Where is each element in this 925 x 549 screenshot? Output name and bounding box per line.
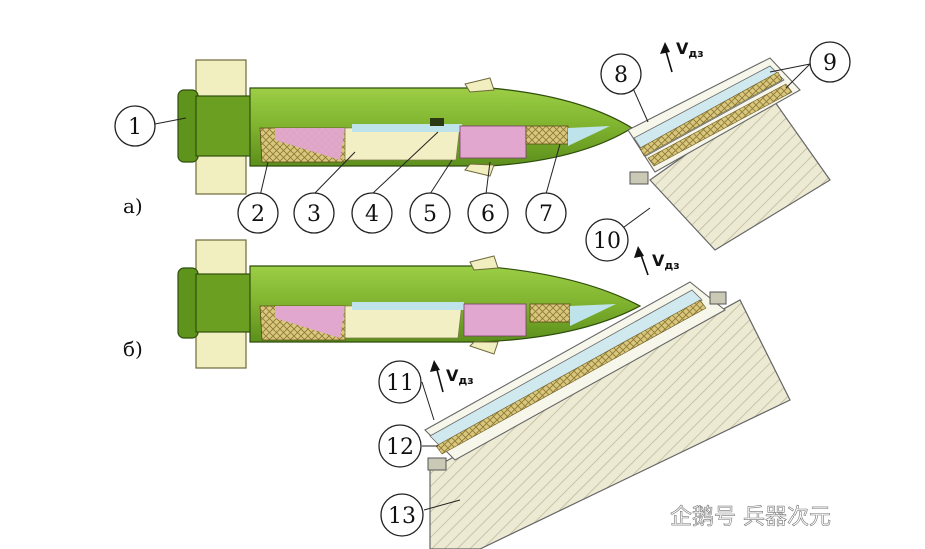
svg-text:13: 13 <box>388 504 416 529</box>
missile-b-wing-top <box>469 255 499 271</box>
missile-b-nose-liner <box>570 304 616 326</box>
missile-b-wing-bottom <box>469 341 499 355</box>
svg-text:8: 8 <box>614 63 628 88</box>
callout-12: 12 <box>378 424 422 468</box>
panel-b-caption: б) <box>123 337 143 361</box>
leader-lines <box>154 63 811 511</box>
armor-a-bolt <box>629 171 649 185</box>
callout-2: 2 <box>237 192 279 234</box>
svg-text:6: 6 <box>481 202 495 227</box>
svg-text:11: 11 <box>386 371 414 396</box>
callout-1: 1 <box>114 105 156 147</box>
svg-text:1: 1 <box>128 115 142 140</box>
missile-b-blue-channel <box>352 302 464 310</box>
armor-b <box>424 281 791 549</box>
callout-10: 10 <box>585 218 629 262</box>
svg-text:10: 10 <box>593 229 621 254</box>
missile-a-blue-channel <box>352 124 462 132</box>
missile-a-pink-liner <box>275 128 345 160</box>
callout-6: 6 <box>467 192 509 234</box>
velocity-arrow-c: Vдз <box>430 360 474 393</box>
armor-b-explosive <box>435 299 707 455</box>
svg-text:Vдз: Vдз <box>652 251 680 272</box>
svg-text:Vдз: Vдз <box>446 366 474 387</box>
callout-3: 3 <box>293 192 335 234</box>
armor-a <box>627 57 831 251</box>
armor-a-explosive-2 <box>647 83 793 167</box>
callout-9: 9 <box>809 41 851 83</box>
missile-a-nose-charge <box>525 125 569 145</box>
watermark-text: 企鹅号 兵器次元 <box>670 505 831 530</box>
callout-8: 8 <box>600 53 642 95</box>
callout-11: 11 <box>378 360 422 404</box>
armor-b-bolt-top <box>709 291 727 305</box>
callout-13: 13 <box>380 493 424 537</box>
velocity-arrow-b: Vдз <box>634 246 680 276</box>
armor-a-explosive-1 <box>639 71 783 157</box>
panel-a-caption: а) <box>123 194 143 218</box>
velocity-arrow-a: Vдз <box>660 39 704 73</box>
missile-b-pink-liner <box>275 306 345 338</box>
svg-text:12: 12 <box>386 435 414 460</box>
missile-a-wing-bottom <box>464 163 495 177</box>
missile-b-nozzle <box>177 267 199 339</box>
missile-a-wing-top <box>464 77 495 93</box>
missile-b-fin-bottom <box>195 325 247 369</box>
callout-5: 5 <box>409 192 451 234</box>
svg-text:Vдз: Vдз <box>676 39 704 60</box>
missile-b <box>177 239 642 369</box>
svg-text:7: 7 <box>539 202 553 227</box>
missile-a-warhead <box>459 125 527 159</box>
watermark-logo-icon <box>634 502 662 530</box>
callout-4: 4 <box>351 192 393 234</box>
svg-text:3: 3 <box>307 202 321 227</box>
callout-7: 7 <box>525 192 567 234</box>
missile-a <box>177 59 634 195</box>
missile-a-block <box>430 118 444 126</box>
watermark: 企鹅号 兵器次元 <box>634 502 831 530</box>
missile-a-nozzle <box>177 89 199 163</box>
armor-b-plate <box>429 289 703 447</box>
svg-text:2: 2 <box>251 202 265 227</box>
missile-a-nose-liner <box>568 126 610 146</box>
svg-text:4: 4 <box>365 202 379 227</box>
missile-a-fin-bottom <box>195 151 247 195</box>
callouts: 1 2 3 4 5 6 7 8 9 10 11 12 13 <box>114 41 851 537</box>
armor-b-bolt <box>427 457 447 471</box>
missile-a-fin-top <box>195 59 247 103</box>
svg-text:9: 9 <box>823 51 837 76</box>
svg-text:5: 5 <box>423 202 437 227</box>
missile-b-warhead <box>463 303 527 337</box>
missile-b-nose-charge <box>529 303 571 323</box>
missile-a-engine <box>195 95 259 157</box>
missile-b-engine <box>195 273 259 333</box>
